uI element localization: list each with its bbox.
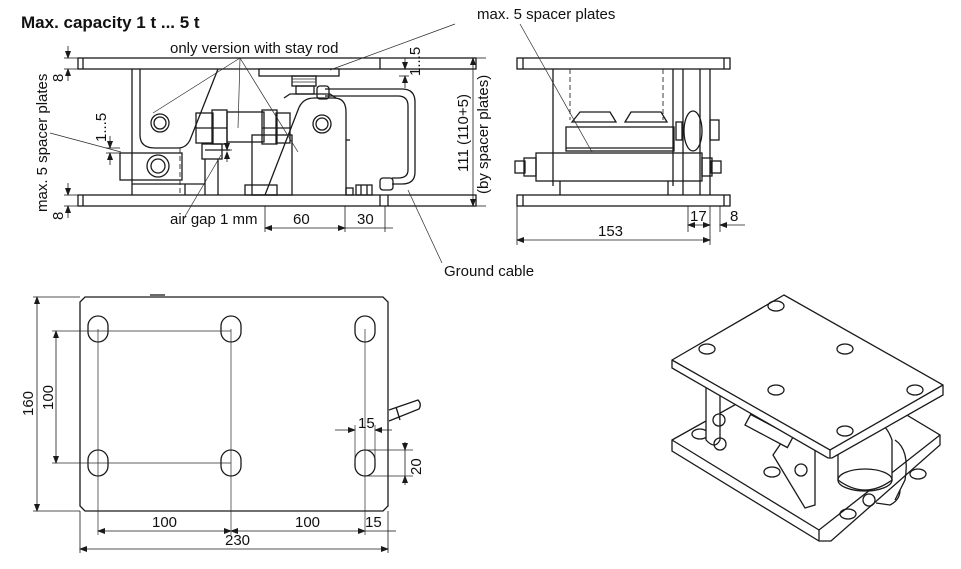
dim-plan-width: 230 — [225, 532, 250, 549]
spacer-plates — [258, 68, 340, 77]
dim-end-8: 8 — [730, 208, 738, 225]
dim-plan-edge-right: 15 — [365, 514, 382, 531]
dim-plan-hole-spacing-h2: 100 — [295, 514, 320, 531]
dim-plan-slot-width: 15 — [358, 415, 375, 432]
dim-plan-slot-length: 20 — [408, 458, 425, 475]
dim-overall-height-note: (by spacer plates) — [475, 75, 492, 194]
dim-60: 60 — [293, 211, 310, 228]
bolt-left-upper — [150, 113, 170, 133]
ground-cable — [325, 88, 416, 185]
end-view: 153 17 8 — [514, 23, 745, 245]
plan-plate-outline — [79, 296, 389, 512]
bottom-plate — [77, 194, 477, 207]
end-top-plate — [516, 57, 731, 70]
label-spacer-plates-top: max. 5 spacer plates — [477, 6, 615, 23]
bolt-right — [312, 114, 332, 134]
iso-top-plate — [671, 294, 944, 459]
iso-hole — [767, 300, 785, 312]
label-spacer-plates-left: max. 5 spacer plates — [34, 74, 51, 212]
dim-overall-height: 111 (110+5) — [455, 94, 472, 172]
end-load-cell-body — [535, 152, 703, 182]
side-view: only version with stay rod max. 5 spacer… — [34, 6, 615, 280]
end-bottom-plate — [516, 194, 731, 207]
dim-plan-hole-spacing-h1: 100 — [152, 514, 177, 531]
label-air-gap: air gap 1 mm — [170, 211, 258, 228]
bolt-left-lower — [146, 154, 170, 178]
dim-plan-height: 160 — [20, 391, 37, 416]
label-ground-cable: Ground cable — [444, 263, 534, 280]
label-stay-rod: only version with stay rod — [170, 40, 338, 57]
dim-end-width: 153 — [598, 223, 623, 240]
dim-30: 30 — [357, 211, 374, 228]
plan-view: 160 100 100 100 15 230 15 20 — [20, 294, 425, 553]
dim-spacer-right: 1...5 — [407, 47, 424, 76]
dim-end-17: 17 — [690, 208, 707, 225]
isometric-view — [671, 294, 944, 542]
drawing-title: Max. capacity 1 t ... 5 t — [21, 13, 200, 32]
dim-bottom-plate-thickness: 8 — [50, 212, 67, 220]
dim-plan-hole-spacing-v: 100 — [40, 385, 57, 410]
dim-top-plate-thickness: 8 — [50, 74, 67, 82]
dim-spacer-left: 1...5 — [93, 113, 110, 142]
